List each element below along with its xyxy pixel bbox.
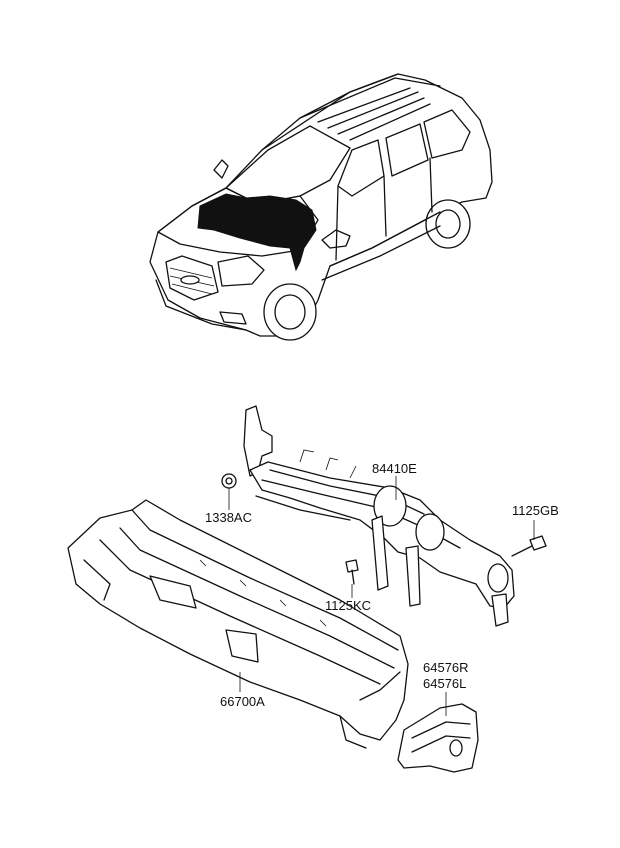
part-label-1125GB: 1125GB <box>512 503 559 518</box>
part-label-64576L: 64576L <box>423 676 466 691</box>
side-window-front <box>337 139 385 197</box>
headlight <box>217 255 265 287</box>
cowl-panel-assembly <box>67 499 409 749</box>
bolt-1125GB-icon <box>511 535 547 557</box>
rear-wheel <box>425 199 471 249</box>
crash-pad-bar-assembly <box>243 405 515 627</box>
front-wheel <box>263 283 317 341</box>
part-label-84410E: 84410E <box>372 461 417 476</box>
leader-lines <box>228 476 535 716</box>
side-window-rear <box>385 123 429 177</box>
part-label-64576R: 64576R <box>423 660 469 675</box>
part-label-1125KC: 1125KC <box>325 598 371 613</box>
hood <box>157 187 319 257</box>
nut-1338AC-icon <box>221 473 237 489</box>
roof-rack-bar <box>317 87 411 123</box>
part-label-66700A: 66700A <box>220 694 265 709</box>
cowl-highlight <box>197 193 317 272</box>
bolt-1125KC-icon <box>345 559 359 585</box>
door-line <box>335 157 433 261</box>
vehicle-illustration <box>149 73 493 341</box>
cowl-side-bracket <box>397 703 479 773</box>
part-label-1338AC: 1338AC <box>205 510 252 525</box>
